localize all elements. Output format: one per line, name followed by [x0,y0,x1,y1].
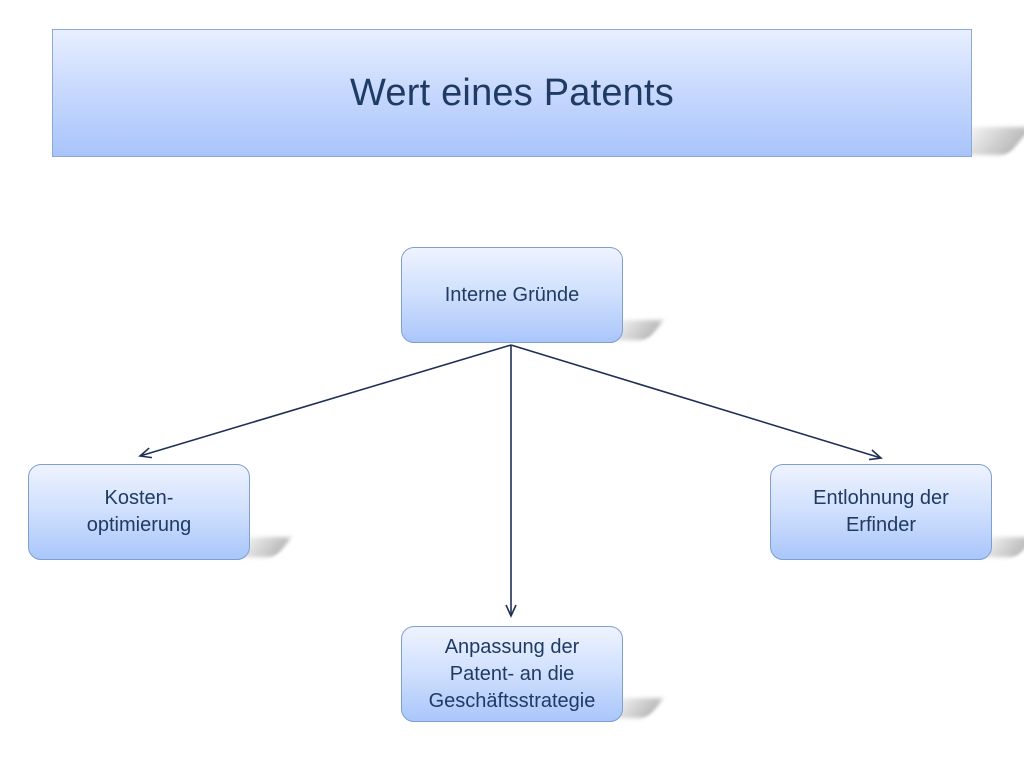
node-kostenoptimierung-label: Kosten- optimierung [87,485,192,539]
node-interne-gruende: Interne Gründe [401,247,623,343]
node-entlohnung-der-erfinder: Entlohnung der Erfinder [770,464,992,560]
node-kostenoptimierung: Kosten- optimierung [28,464,250,560]
node-entlohnung-der-erfinder-label: Entlohnung der Erfinder [813,485,949,539]
node-anpassung-geschaeftsstrategie: Anpassung der Patent- an die Geschäftsst… [401,626,623,722]
node-interne-gruende-label: Interne Gründe [445,282,580,309]
edge-root-to-right [511,345,881,458]
node-anpassung-geschaeftsstrategie-label: Anpassung der Patent- an die Geschäftsst… [429,634,596,715]
edge-root-to-left [140,345,511,456]
